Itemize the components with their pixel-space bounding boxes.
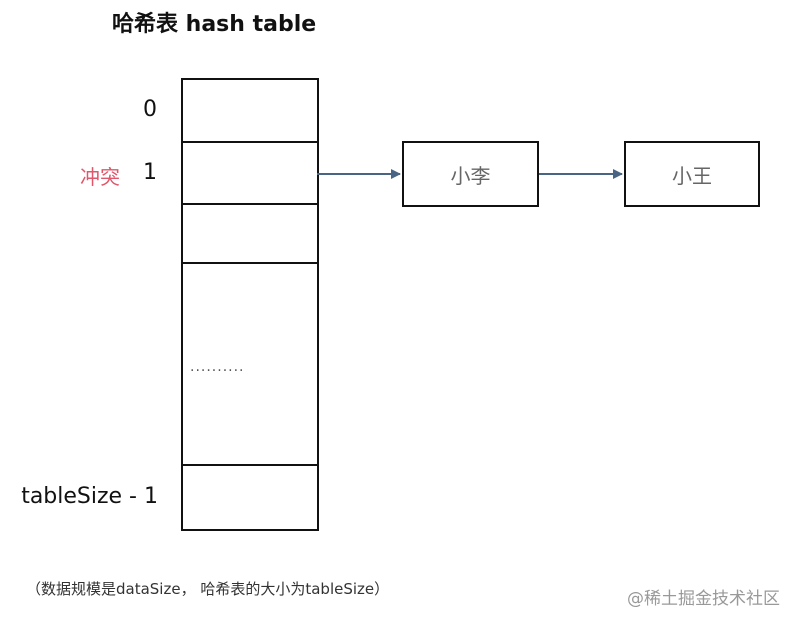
chain-node-label: 小李 xyxy=(450,163,491,188)
bucket-divider xyxy=(181,141,319,143)
bucket-divider xyxy=(181,262,319,264)
bucket-index-last: tableSize - 1 xyxy=(21,484,158,509)
bucket-divider xyxy=(181,203,319,205)
bucket-index-1: 1 xyxy=(143,160,157,185)
chain-node-xiaowang: 小王 xyxy=(624,141,760,207)
diagram-title: 哈希表 hash table xyxy=(112,12,317,37)
hash-table xyxy=(181,78,319,531)
bucket-index-0: 0 xyxy=(143,97,157,122)
conflict-label: 冲突 xyxy=(80,165,120,189)
footnote: （数据规模是dataSize， 哈希表的大小为tableSize） xyxy=(26,580,390,598)
bucket-divider xyxy=(181,464,319,466)
watermark: @稀土掘金技术社区 xyxy=(627,589,780,609)
ellipsis: ·········· xyxy=(190,363,245,379)
chain-node-label: 小王 xyxy=(672,163,712,188)
chain-node-xiaoli: 小李 xyxy=(402,141,539,207)
